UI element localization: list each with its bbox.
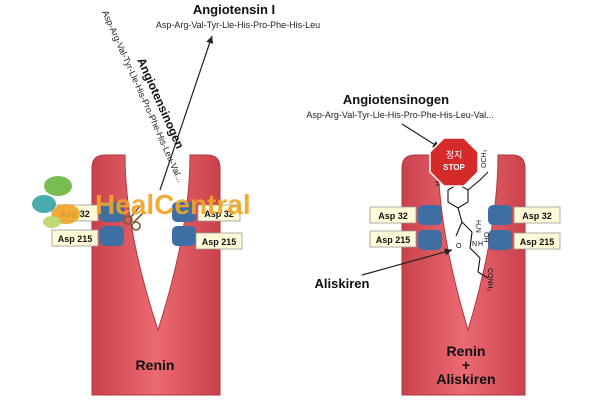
right-enzyme-label-line3: Aliskiren (436, 371, 495, 387)
scissors-icon (123, 205, 145, 231)
right-enzyme-label-line1: Renin (447, 343, 486, 359)
angiotensin-i-title: Angiotensin I (193, 2, 275, 17)
asp32-right-label: Asp 32 (204, 209, 234, 219)
pocket-left-lower (100, 226, 124, 246)
aliskiren-molecule (447, 171, 489, 279)
svg-text:H₂N: H₂N (474, 220, 481, 233)
svg-text:N: N (472, 241, 477, 248)
aliskiren-label: Aliskiren (315, 276, 370, 291)
healcentral-watermark: HealCentral (32, 176, 251, 228)
right-asp32-right-label: Asp 32 (522, 211, 552, 221)
svg-text:OH: OH (482, 232, 489, 243)
stop-korean-text: 정지 (446, 150, 463, 161)
asp215-left-label: Asp 215 (58, 234, 93, 244)
angiotensinogen-arrow (401, 123, 441, 149)
angiotensin-i-sequence: Asp-Arg-Val-Tyr-Lle-His-Pro-Phe-His-Leu (156, 20, 320, 30)
right-angiotensinogen-title: Angiotensinogen (343, 92, 449, 107)
left-enzyme-label: Renin (136, 357, 175, 373)
left-renin-enzyme (91, 154, 221, 396)
right-pocket-left-lower (418, 230, 442, 250)
pocket-right-upper (172, 202, 196, 222)
stop-text: STOP (443, 163, 465, 172)
right-enzyme-label-plus: + (462, 357, 470, 373)
healcentral-logo-icon (32, 176, 80, 228)
svg-text:H: H (478, 241, 483, 248)
right-angiotensinogen-sequence: Asp-Arg-Val-Tyr-Lle-His-Pro-Phe-His-Leu-… (306, 110, 493, 120)
pocket-left-upper (100, 202, 124, 222)
cleavage-arrow (159, 35, 214, 191)
right-pocket-left-upper (418, 205, 442, 225)
asp215-right-label: Asp 215 (202, 237, 237, 247)
svg-text:CONH₂: CONH₂ (486, 268, 493, 292)
right-asp32-left-label: Asp 32 (378, 211, 408, 221)
right-pocket-right-lower (488, 230, 512, 250)
right-asp215-right-label: Asp 215 (520, 237, 555, 247)
svg-text:OCH₃: OCH₃ (481, 149, 488, 168)
watermark-text: HealCentral (95, 189, 251, 220)
aliskiren-arrow (361, 248, 453, 276)
svg-text:O: O (456, 243, 462, 250)
right-asp-labels: Asp 32 Asp 215 Asp 32 Asp 215 (369, 206, 561, 250)
right-asp215-left-label: Asp 215 (376, 235, 411, 245)
pocket-right-lower (172, 226, 196, 246)
stop-sign-icon: 정지 STOP (429, 137, 479, 187)
right-renin-enzyme (401, 154, 526, 396)
right-pocket-right-upper (488, 205, 512, 225)
